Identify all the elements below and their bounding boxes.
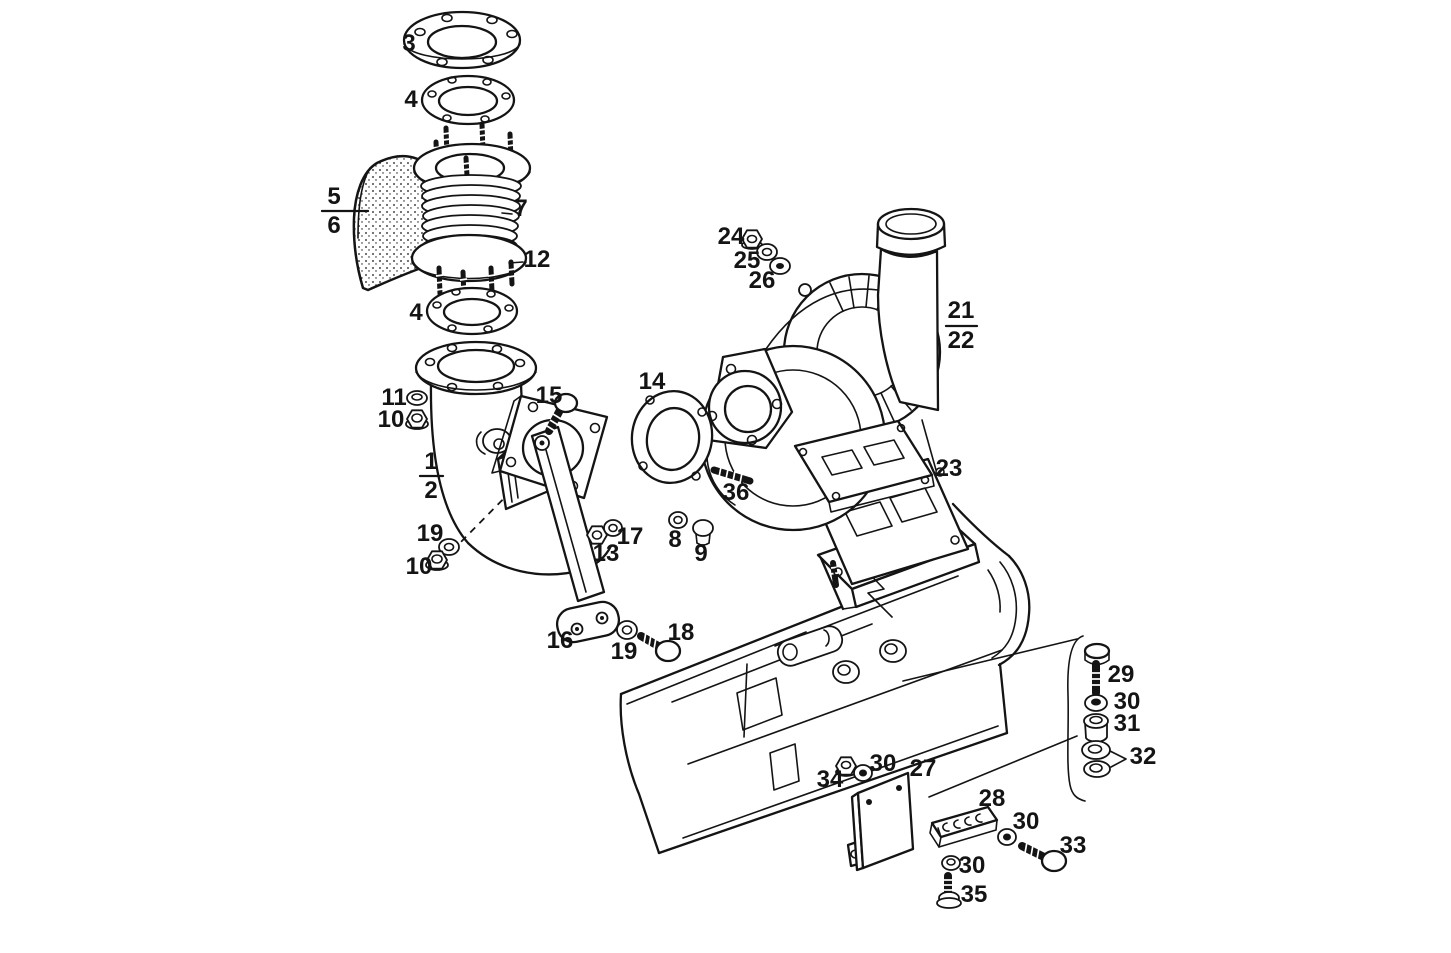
callout-11: 11	[381, 384, 406, 411]
callout-28: 28	[979, 785, 1006, 812]
callout-5: 5	[327, 183, 340, 210]
callout-15: 15	[536, 382, 563, 409]
callout-21-22: 21 22	[944, 297, 979, 354]
gasket-14	[630, 389, 714, 485]
washer-8	[668, 511, 688, 529]
callout-32-connector	[1109, 750, 1127, 768]
flange-3	[402, 10, 522, 70]
callout-27: 27	[910, 755, 937, 782]
washer-19-left	[438, 538, 460, 556]
nut-24	[741, 229, 763, 250]
callout-29: 29	[1108, 661, 1135, 688]
callout-10-lower: 10	[406, 553, 433, 580]
compressor-inlet-flange	[706, 347, 794, 450]
callout-34: 34	[817, 766, 844, 793]
outlet-pipe	[875, 207, 947, 412]
turbo-mount-flange	[793, 419, 935, 513]
support-bracket-16	[530, 425, 621, 644]
washer-32-b	[1083, 760, 1111, 778]
block-slot	[736, 677, 783, 731]
engine-block	[619, 487, 1031, 855]
callout-14: 14	[639, 368, 666, 395]
callout-19-foot: 19	[611, 638, 638, 665]
callout-6: 6	[327, 212, 340, 239]
nut-10-lower	[425, 550, 449, 571]
callout-23: 23	[936, 455, 963, 482]
plug-9	[692, 519, 714, 546]
callout-9: 9	[694, 540, 707, 567]
callout-1-2: 1 2	[418, 448, 445, 504]
callout-30-b: 30	[1013, 808, 1040, 835]
callout-3: 3	[402, 30, 415, 57]
callout-24: 24	[718, 223, 745, 250]
washer-30-c	[941, 855, 961, 871]
callout-21: 21	[948, 297, 975, 324]
block-boss	[832, 660, 860, 684]
bracket-27	[846, 771, 915, 872]
stud-36	[710, 466, 754, 485]
callout-30-d: 30	[1114, 688, 1141, 715]
callout-33: 33	[1060, 832, 1087, 859]
callout-4-upper: 4	[404, 86, 418, 113]
gasket-4-upper	[420, 74, 516, 126]
callout-2: 2	[424, 477, 437, 504]
washer-19-foot	[616, 620, 638, 640]
bolt-29	[1083, 642, 1111, 697]
washer-17	[603, 519, 623, 537]
washer-32-a	[1081, 740, 1111, 760]
callout-19-left: 19	[417, 520, 444, 547]
plate-28	[929, 805, 999, 848]
turbocharger	[699, 207, 947, 532]
callout-30-a: 30	[870, 750, 897, 777]
washer-26	[769, 257, 791, 275]
block-slot	[769, 743, 800, 791]
callout-7: 7	[514, 195, 527, 222]
gasket-4-lower	[425, 286, 519, 336]
callout-25: 25	[734, 247, 761, 274]
bellows-7	[410, 121, 532, 301]
callout-5-6: 5 6	[320, 183, 370, 239]
nut-34	[835, 756, 857, 777]
group-bracket	[902, 635, 1086, 802]
washer-11	[406, 390, 428, 406]
callout-32: 32	[1130, 743, 1157, 770]
bolt-18	[637, 631, 682, 663]
callout-35: 35	[961, 881, 988, 908]
callout-26: 26	[749, 267, 776, 294]
bolt-33	[1018, 841, 1068, 873]
callouts: 3 4 7 12 4 11 10 15 14 19 10 16 19 18 13…	[320, 30, 1157, 908]
callout-12: 12	[524, 246, 551, 273]
callout-4-lower: 4	[409, 299, 423, 326]
callout-10-upper: 10	[378, 406, 405, 433]
nut-10-upper	[405, 409, 429, 430]
washer-30-d	[1084, 694, 1108, 712]
bushing-31	[1083, 713, 1109, 743]
washer-25	[756, 243, 778, 261]
bellows-inner-stud	[462, 155, 471, 179]
block-boss	[879, 639, 907, 663]
washer-30-a	[853, 764, 873, 782]
callout-16: 16	[547, 627, 574, 654]
callout-31: 31	[1114, 710, 1141, 737]
callout-22: 22	[948, 327, 975, 354]
callout-1: 1	[424, 448, 437, 475]
callout-36: 36	[723, 479, 750, 506]
callout-18: 18	[668, 619, 695, 646]
callout-8: 8	[668, 526, 681, 553]
block-oblong-boss	[776, 625, 844, 667]
washer-30-b	[997, 828, 1017, 846]
callout-13: 13	[593, 540, 620, 567]
callout-30-c: 30	[959, 852, 986, 879]
nut-13	[586, 525, 608, 545]
bolt-35	[936, 872, 962, 909]
callout-17: 17	[617, 523, 644, 550]
bolt-15	[545, 392, 579, 435]
